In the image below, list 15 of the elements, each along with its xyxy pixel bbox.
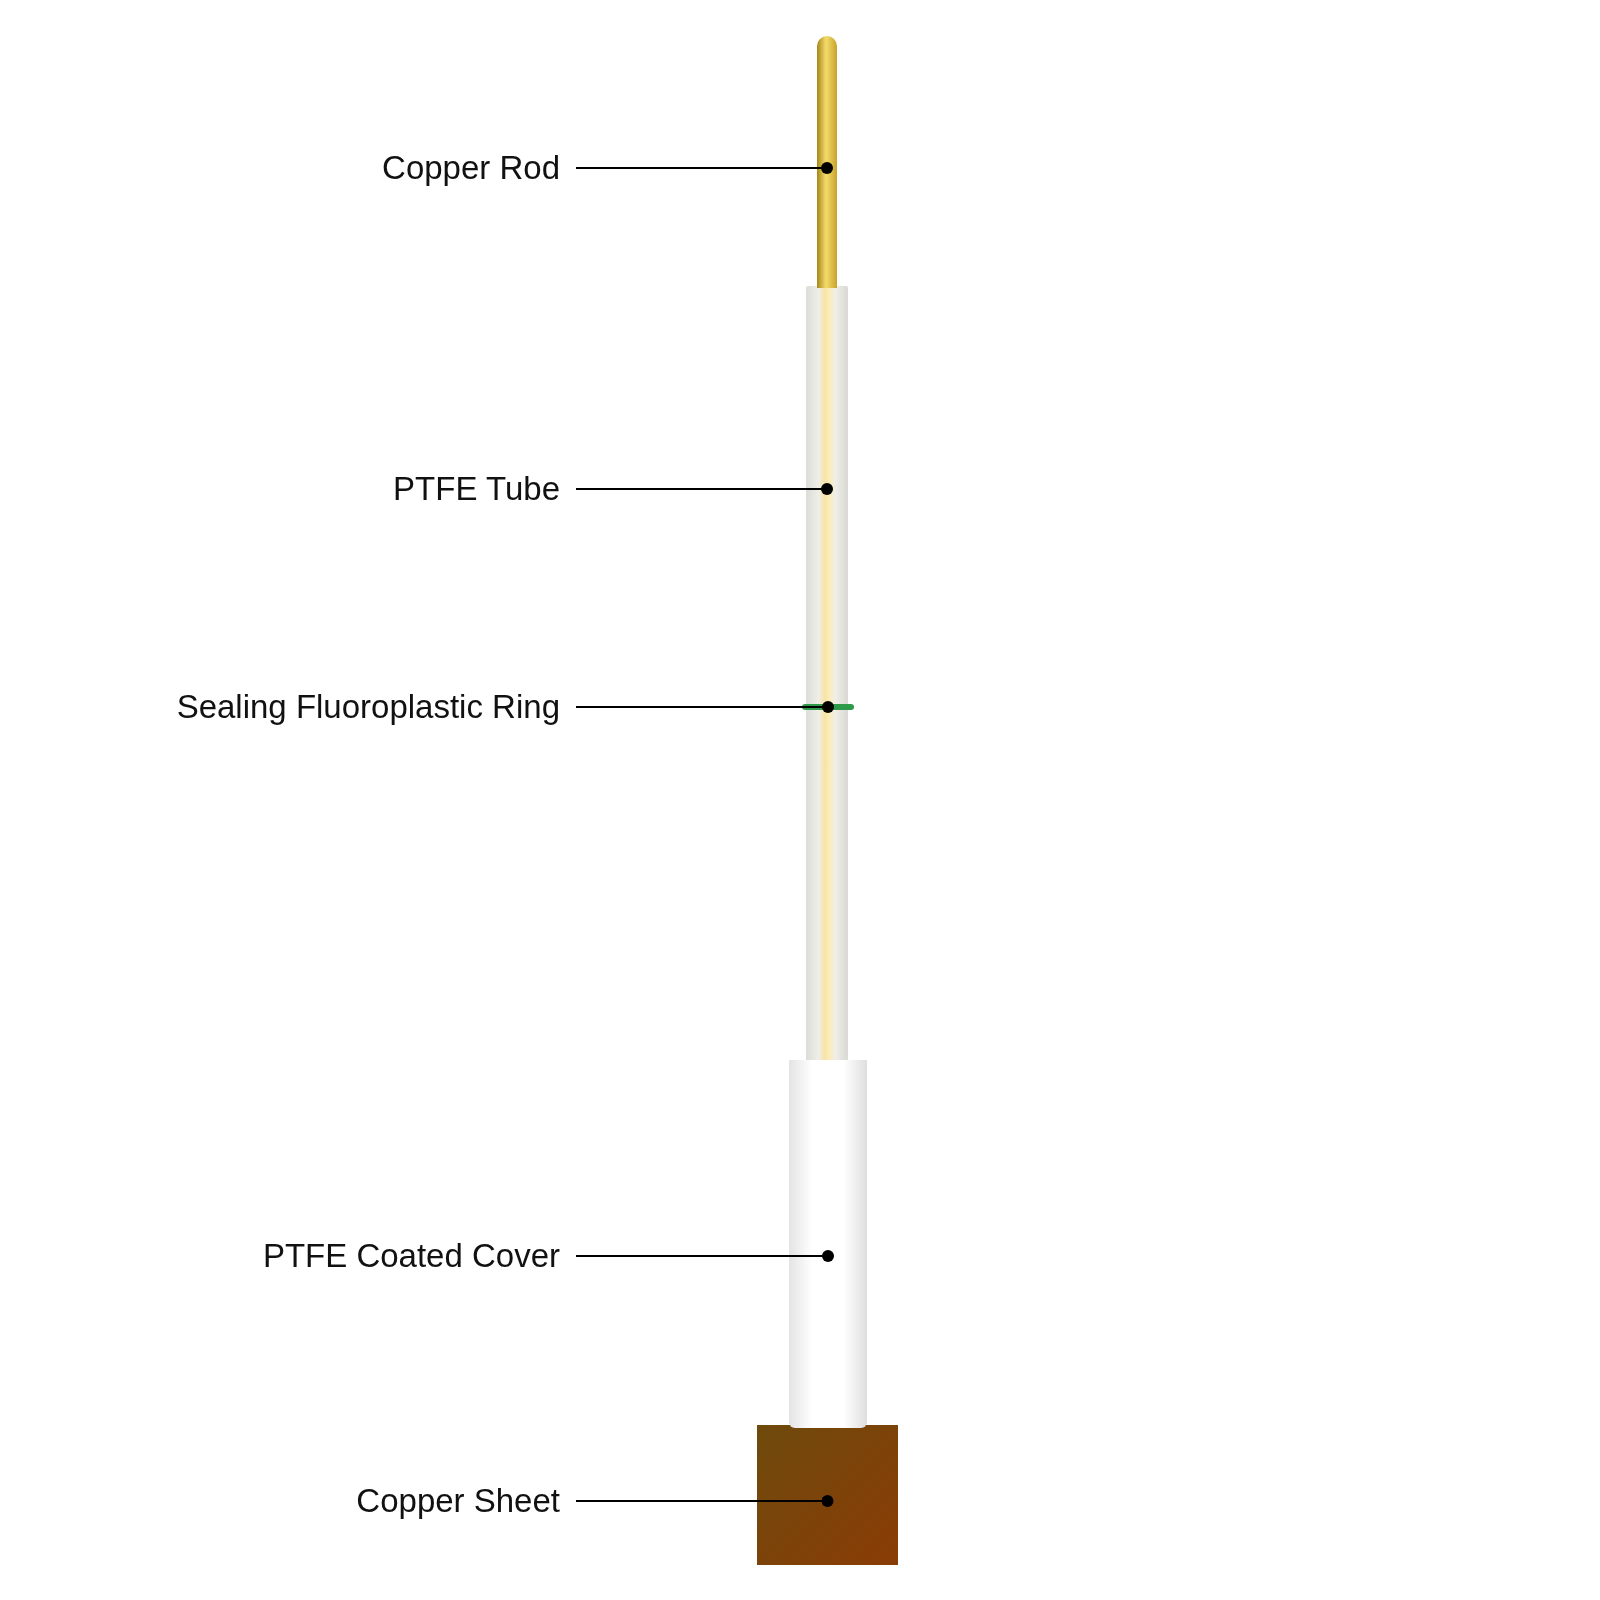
leader-line: [575, 483, 833, 495]
part-label: PTFE Coated Cover: [262, 1237, 560, 1275]
part-label: Sealing Fluoroplastic Ring: [176, 688, 560, 726]
part-label: PTFE Tube: [393, 470, 560, 508]
leader-line: [575, 1495, 834, 1507]
copper-sheet: [757, 1425, 898, 1565]
part-label: Copper Sheet: [356, 1482, 560, 1520]
leader-line: [575, 701, 834, 713]
ptfe-tube: [806, 286, 848, 1061]
coated-cover: [789, 1060, 867, 1428]
part-label: Copper Rod: [382, 149, 560, 187]
sealing-ring: [802, 704, 854, 710]
leader-line: [575, 1250, 834, 1262]
copper-rod: [817, 36, 837, 288]
leader-line: [575, 162, 833, 174]
